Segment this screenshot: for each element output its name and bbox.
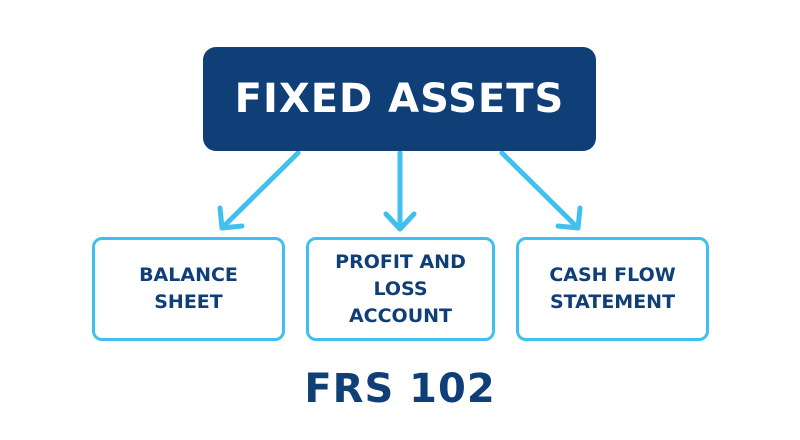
footer-title: FRS 102 xyxy=(304,366,496,412)
arrow-to-profit-and-loss xyxy=(383,150,417,232)
arrow-to-cash-flow xyxy=(499,150,583,231)
arrow-to-balance-sheet xyxy=(217,150,301,231)
child-node-label: PROFIT AND LOSS ACCOUNT xyxy=(335,250,466,327)
child-node-balance-sheet: BALANCE SHEET xyxy=(92,237,285,341)
child-node-label: BALANCE SHEET xyxy=(139,264,238,313)
child-node-label: CASH FLOW STATEMENT xyxy=(549,264,676,313)
child-node-cash-flow: CASH FLOW STATEMENT xyxy=(516,237,709,341)
child-node-profit-and-loss: PROFIT AND LOSS ACCOUNT xyxy=(306,237,495,341)
root-node-fixed-assets: FIXED ASSETS xyxy=(203,47,596,151)
root-node-label: FIXED ASSETS xyxy=(234,76,565,122)
